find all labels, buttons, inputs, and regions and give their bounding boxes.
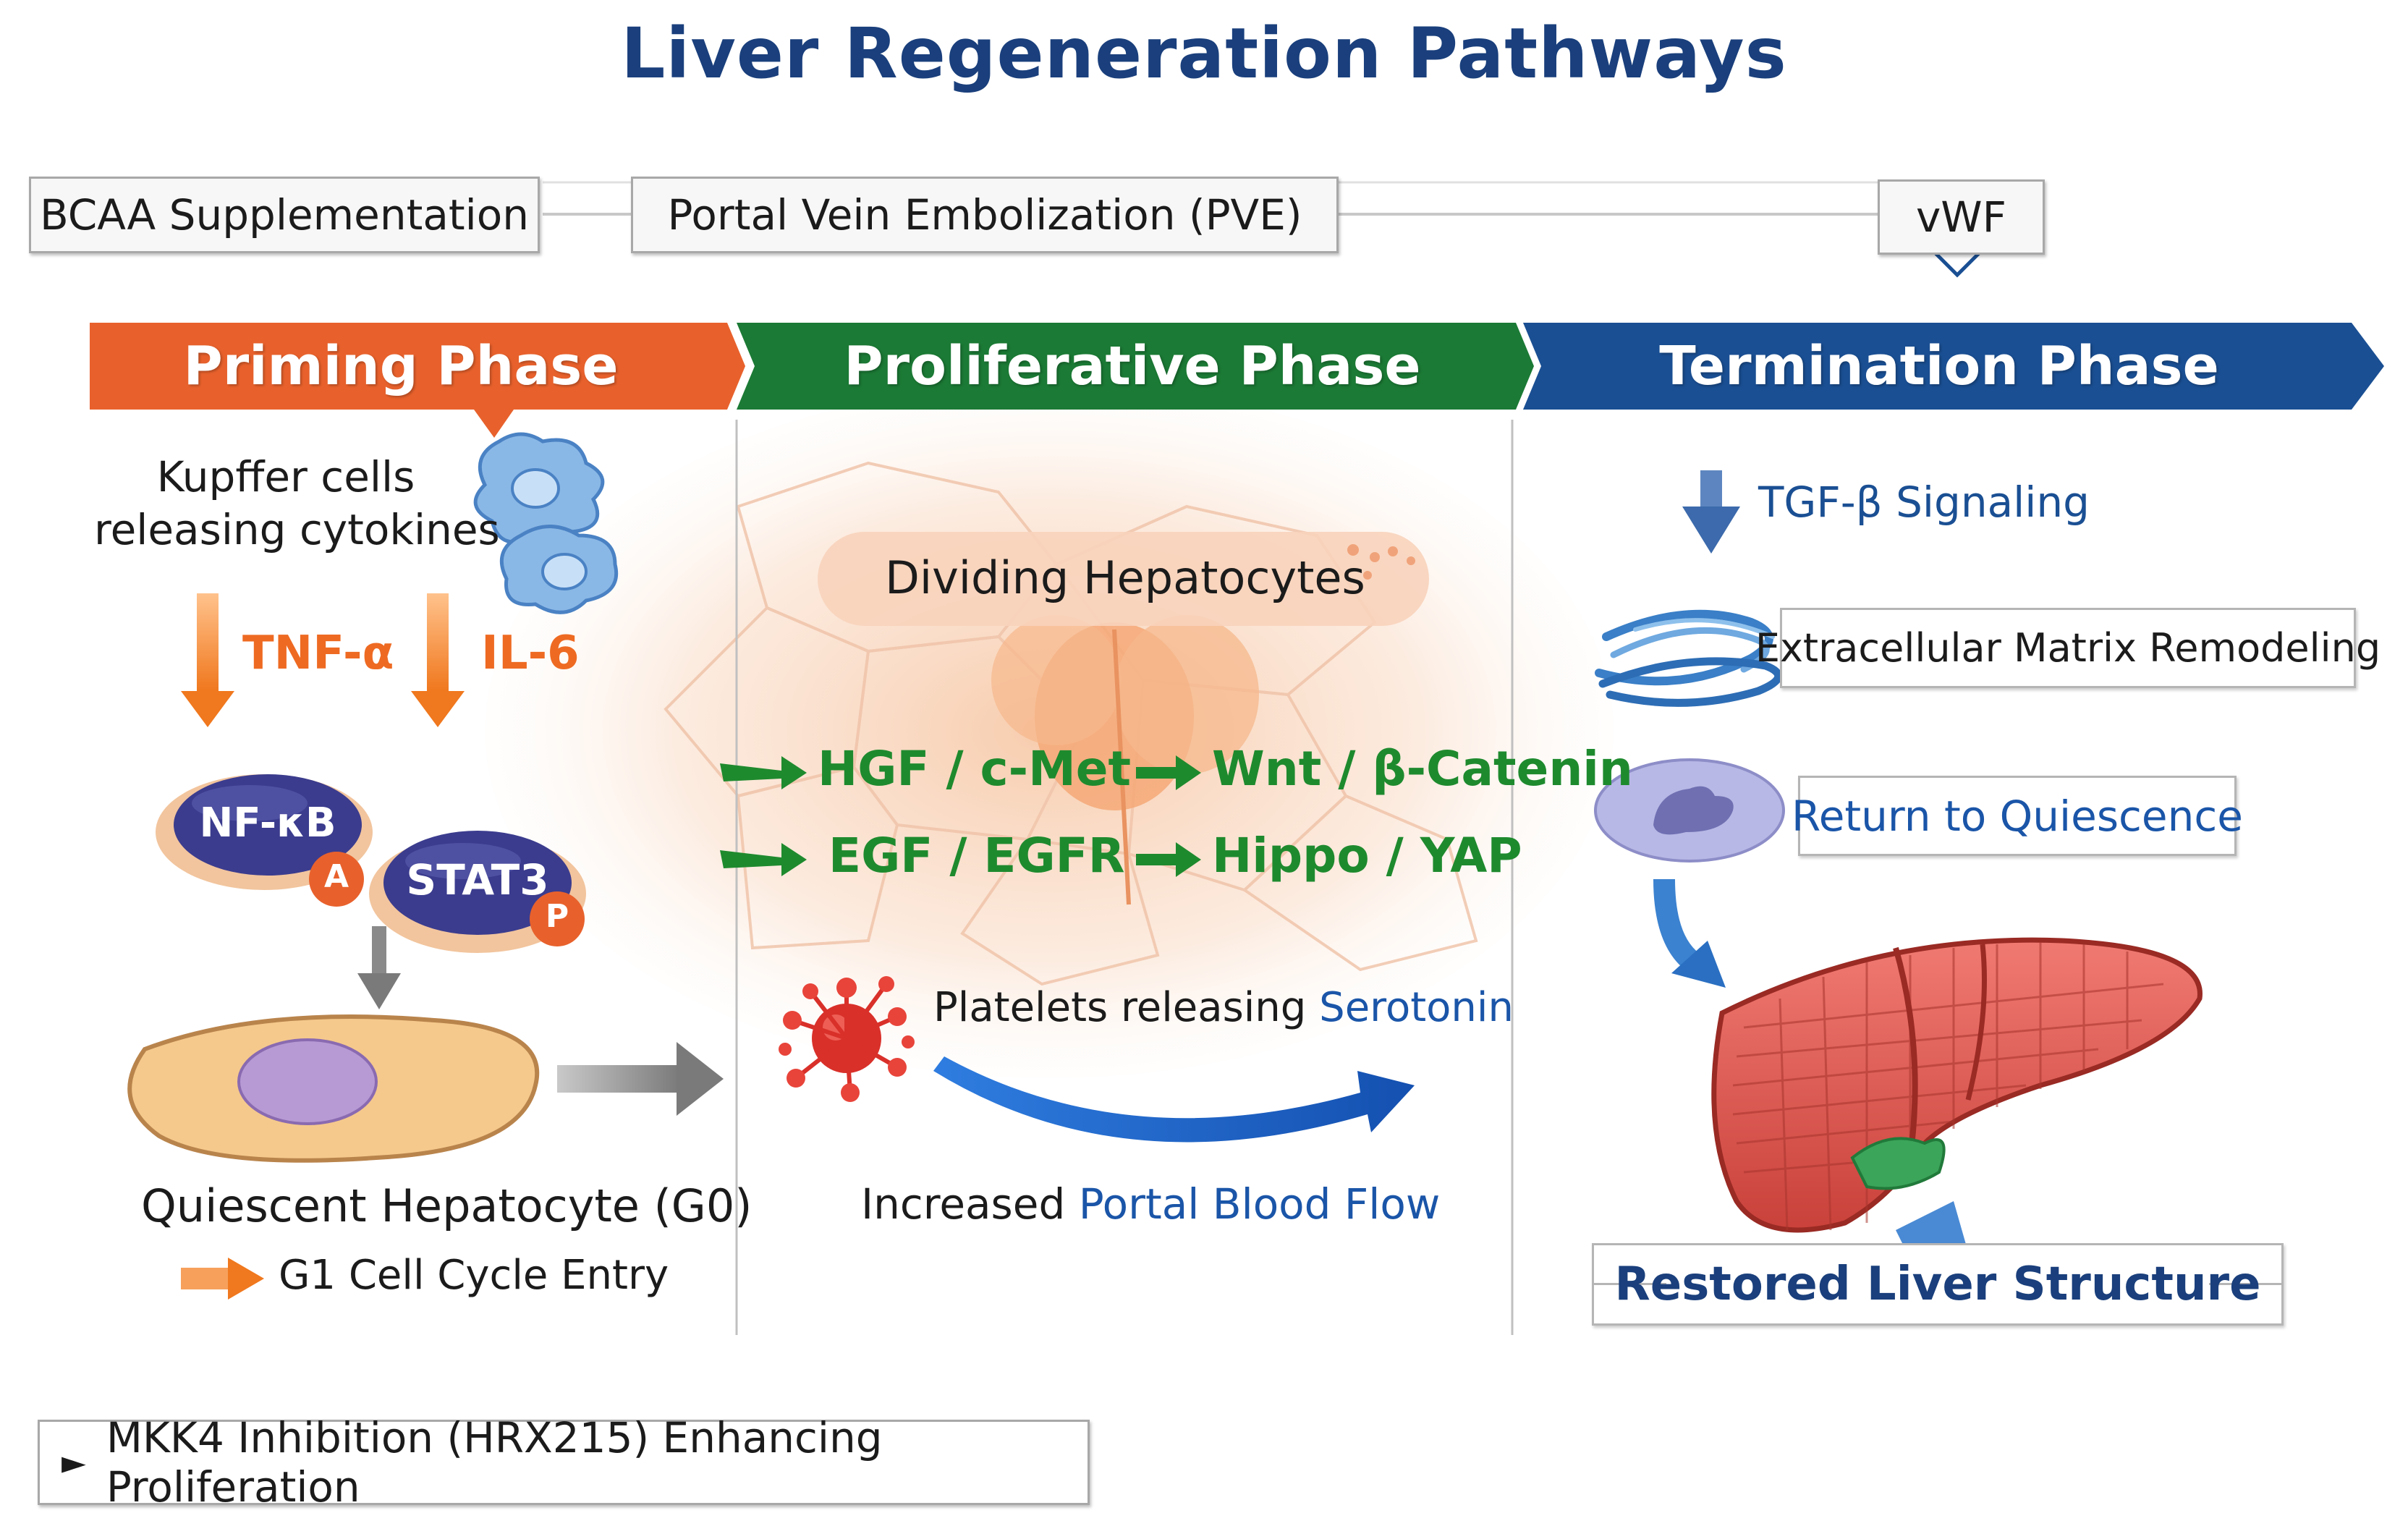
restored-liver-label: Restored Liver Structure bbox=[1614, 1258, 2261, 1311]
page-title: Liver Regeneration Pathways bbox=[621, 13, 1787, 94]
arrow-to-liver-icon bbox=[1653, 878, 1726, 988]
portal-flow-label: Increased Portal Blood Flow bbox=[861, 1179, 1440, 1229]
priming-phase-label: Priming Phase bbox=[183, 335, 619, 397]
platelets-prefix: Platelets releasing bbox=[933, 984, 1320, 1031]
portal-blood-flow-label: Portal Blood Flow bbox=[1078, 1179, 1441, 1229]
nfkb-complex-icon bbox=[156, 774, 373, 907]
ecm-box: Extracellular Matrix Remodeling bbox=[1755, 608, 2381, 688]
box-line-left bbox=[1594, 1283, 1666, 1285]
curved-arrow-icon bbox=[933, 1056, 1415, 1143]
quiescent-cell-icon bbox=[1594, 758, 1785, 863]
egf-pathway-label: EGF / EGFR bbox=[828, 828, 1125, 883]
mkk4-box: ► MKK4 Inhibition (HRX215) Enhancing Pro… bbox=[38, 1413, 1090, 1512]
tnf-arrow-icon bbox=[181, 593, 234, 727]
box-line-right bbox=[2209, 1283, 2281, 1285]
platelet-icon bbox=[779, 976, 915, 1102]
hippo-pathway-label: Hippo / YAP bbox=[1212, 828, 1522, 883]
nfkb-badge: A bbox=[323, 858, 349, 895]
tgf-arrow-icon bbox=[1682, 470, 1740, 554]
quiescence-box: Return to Quiescence bbox=[1792, 776, 2243, 856]
termination-phase-label: Termination Phase bbox=[1659, 335, 2219, 397]
quiescent-hepatocyte-label: Quiescent Hepatocyte (G0) bbox=[141, 1179, 752, 1232]
platelets-label: Platelets releasing Serotonin bbox=[933, 984, 1514, 1031]
play-arrow-icon: ► bbox=[62, 1444, 86, 1481]
stat3-badge: P bbox=[545, 898, 569, 935]
serotonin-label: Serotonin bbox=[1319, 984, 1514, 1031]
kupffer-cell-icon bbox=[473, 432, 619, 614]
kupffer-label-line2: releasing cytokines bbox=[94, 505, 500, 554]
g1-arrow-icon bbox=[181, 1258, 264, 1300]
dividing-hepatocytes-label: Dividing Hepatocytes bbox=[885, 551, 1365, 604]
g1-entry-label: G1 Cell Cycle Entry bbox=[279, 1252, 669, 1299]
tgf-label: TGF-β Signaling bbox=[1758, 478, 2090, 527]
priming-phase-banner bbox=[90, 323, 745, 410]
liver-icon bbox=[1711, 937, 2203, 1274]
pathway-arrow-icon bbox=[720, 755, 1201, 877]
kupffer-label-line1: Kupffer cells bbox=[156, 452, 415, 501]
vwf-box: vWF bbox=[1878, 179, 2045, 255]
vwf-pointer-icon bbox=[1934, 252, 1980, 278]
arrow-down-icon bbox=[357, 926, 401, 1009]
proliferative-phase-label: Proliferative Phase bbox=[844, 335, 1421, 397]
ecm-fiber-icon bbox=[1595, 609, 1783, 707]
stat3-complex-icon bbox=[369, 831, 586, 953]
bcaa-box: BCAA Supplementation bbox=[29, 177, 540, 253]
wnt-pathway-label: Wnt / β-Catenin bbox=[1212, 741, 1633, 797]
dividing-cell-core bbox=[991, 615, 1259, 905]
restored-liver-box: Restored Liver Structure bbox=[1592, 1243, 2284, 1326]
proliferative-phase-banner bbox=[737, 323, 1534, 410]
hepatocyte-cell-icon bbox=[127, 1014, 540, 1163]
dividing-hepatocytes-pill bbox=[818, 532, 1429, 626]
il6-label: IL-6 bbox=[481, 627, 580, 680]
mkk4-label: MKK4 Inhibition (HRX215) Enhancing Proli… bbox=[106, 1413, 883, 1512]
termination-phase-banner bbox=[1523, 323, 2384, 410]
nfkb-label: NF-κB bbox=[199, 800, 336, 847]
arrow-right-icon bbox=[557, 1042, 724, 1116]
pve-box: Portal Vein Embolization (PVE) bbox=[631, 177, 1339, 253]
il6-arrow-icon bbox=[411, 593, 465, 727]
hgf-pathway-label: HGF / c-Met bbox=[818, 741, 1132, 797]
increased-prefix: Increased bbox=[861, 1179, 1079, 1229]
stat3-label: STAT3 bbox=[406, 855, 549, 904]
tnf-label: TNF-α bbox=[242, 627, 394, 680]
